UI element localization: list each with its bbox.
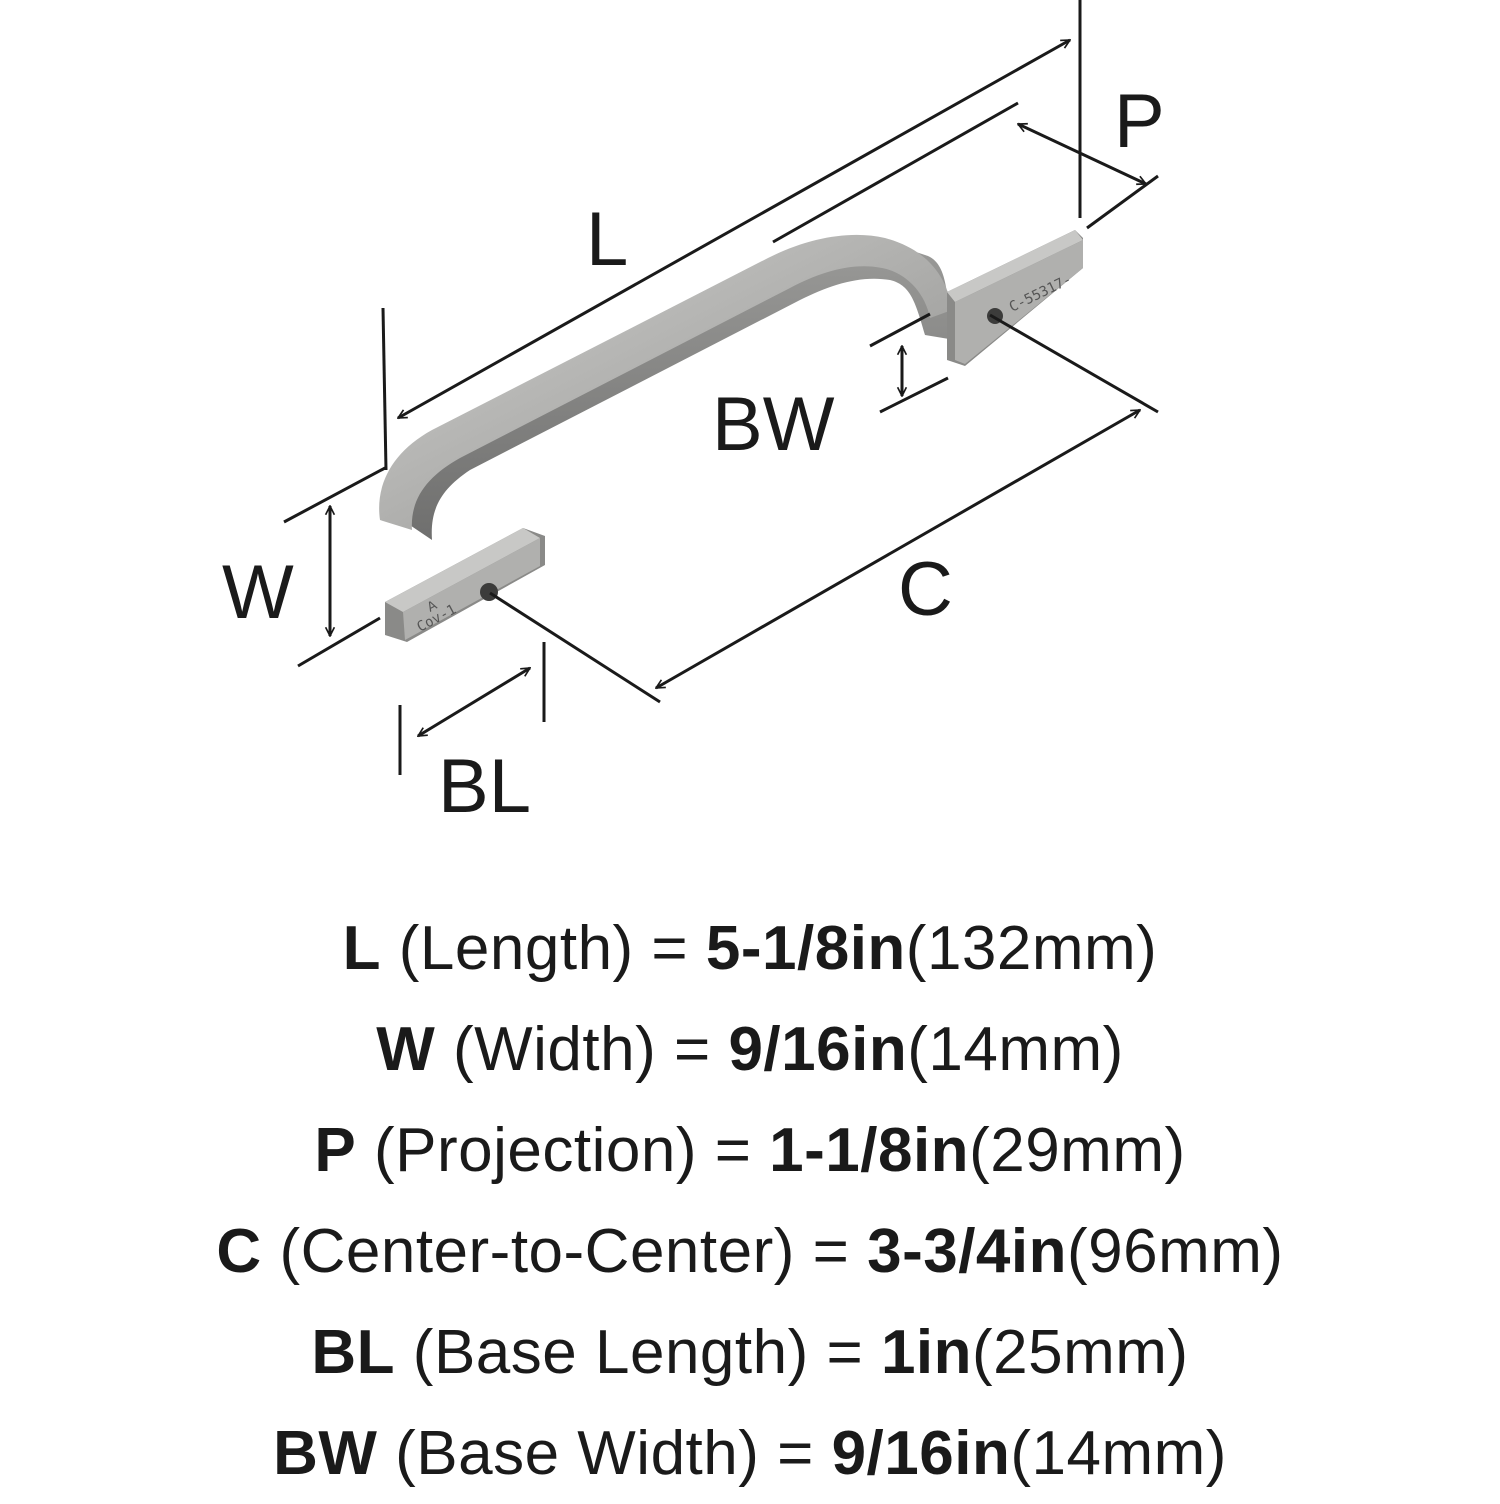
dimension-line-l <box>398 38 1070 420</box>
label-w: W <box>222 550 294 635</box>
spec-imperial: 1-1/8in <box>769 1116 970 1185</box>
spec-imperial: 1in <box>880 1318 973 1387</box>
spec-name: (Length) = <box>398 914 689 983</box>
dimension-specs: L (Length) = 5-1/8in(132mm) W (Width) = … <box>0 898 1500 1504</box>
dimension-diagram: A Cov-1 C-55317- <box>222 0 1165 829</box>
dimension-lines <box>283 0 1159 775</box>
spec-row-base-length: BL (Base Length) = 1in(25mm) <box>0 1302 1500 1403</box>
extension-line-w-bottom <box>297 616 381 668</box>
spec-metric: (14mm) <box>1010 1419 1227 1488</box>
spec-row-projection: P (Projection) = 1-1/8in(29mm) <box>0 1100 1500 1201</box>
spec-row-base-width: BW (Base Width) = 9/16in(14mm) <box>0 1403 1500 1504</box>
spec-imperial: 3-3/4in <box>867 1217 1068 1286</box>
spec-abbr: W <box>376 1015 436 1084</box>
spec-abbr: BL <box>311 1318 396 1387</box>
spec-metric: (29mm) <box>969 1116 1186 1185</box>
dimension-line-bl <box>418 666 530 738</box>
center-line-left <box>489 591 661 704</box>
spec-imperial: 9/16in <box>831 1419 1011 1488</box>
dimension-line-p <box>1018 122 1146 186</box>
center-line-right <box>989 313 1159 414</box>
spec-row-length: L (Length) = 5-1/8in(132mm) <box>0 898 1500 999</box>
spec-row-width: W (Width) = 9/16in(14mm) <box>0 999 1500 1100</box>
spec-imperial: 9/16in <box>728 1015 908 1084</box>
spec-name: (Base Length) = <box>412 1318 864 1387</box>
extension-line-p-top <box>772 101 1019 244</box>
right-base: C-55317- <box>947 230 1083 366</box>
spec-name: (Base Width) = <box>395 1419 814 1488</box>
label-l: L <box>586 197 628 282</box>
handle-bar <box>379 234 953 530</box>
extension-line-l-left <box>381 307 388 471</box>
spec-metric: (14mm) <box>907 1015 1124 1084</box>
spec-name: (Center-to-Center) = <box>279 1217 850 1286</box>
spec-row-center-to-center: C (Center-to-Center) = 3-3/4in(96mm) <box>0 1201 1500 1302</box>
handle-underside <box>393 238 955 541</box>
label-bw: BW <box>712 382 835 467</box>
spec-abbr: P <box>314 1116 357 1185</box>
spec-name: (Projection) = <box>373 1116 752 1185</box>
extension-line-bw-bottom <box>879 376 949 414</box>
extension-line-bw-top <box>869 312 931 348</box>
spec-name: (Width) = <box>452 1015 711 1084</box>
left-base: A Cov-1 <box>385 528 545 642</box>
label-c: C <box>898 547 953 632</box>
label-bl: BL <box>438 744 531 829</box>
spec-abbr: BW <box>273 1419 378 1488</box>
left-screw-hole <box>480 583 498 601</box>
extension-line-w-top <box>283 466 386 524</box>
spec-imperial: 5-1/8in <box>705 914 906 983</box>
label-p: P <box>1114 79 1165 164</box>
spec-abbr: C <box>216 1217 262 1286</box>
dimension-line-c <box>656 408 1140 690</box>
spec-metric: (96mm) <box>1067 1217 1284 1286</box>
spec-abbr: L <box>342 914 382 983</box>
extension-line-p-bottom <box>1086 174 1159 230</box>
spec-metric: (132mm) <box>905 914 1158 983</box>
spec-metric: (25mm) <box>972 1318 1189 1387</box>
